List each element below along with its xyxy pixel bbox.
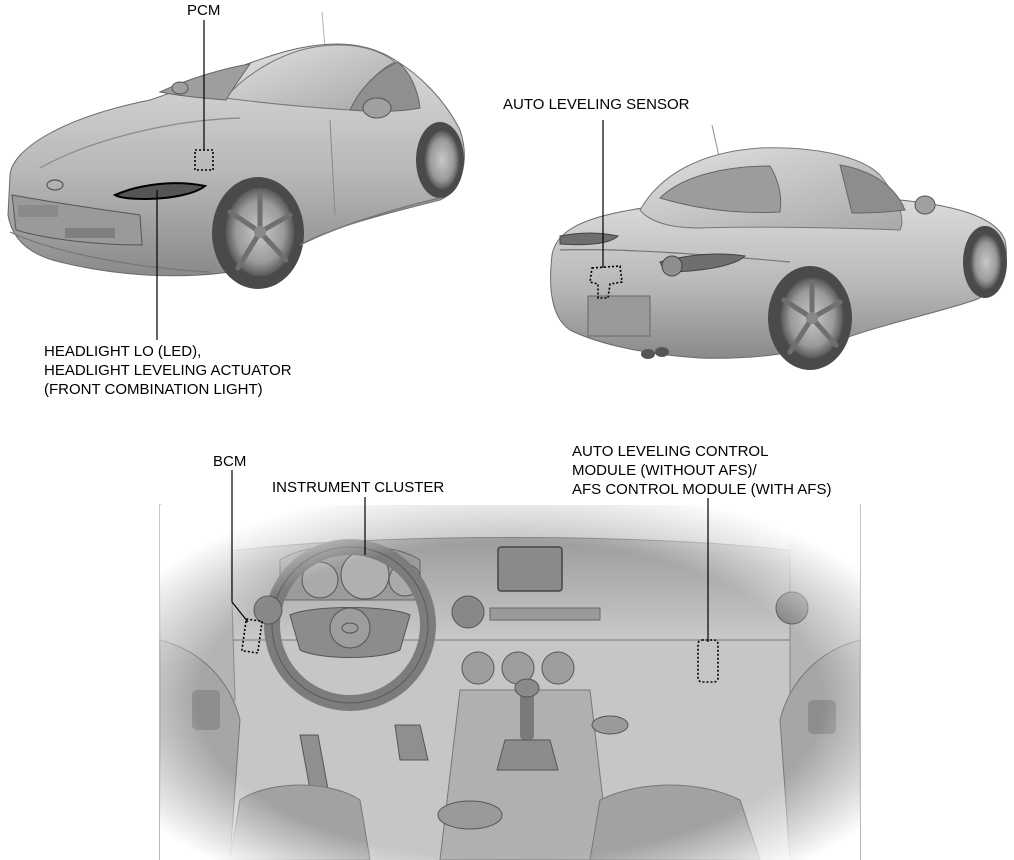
pcm-label: PCM (187, 2, 221, 19)
control-module-label-line-1: AUTO LEVELING CONTROL (572, 443, 769, 460)
headlight-label-line-2: HEADLIGHT LEVELING ACTUATOR (44, 362, 292, 379)
headlight-label-line-1: HEADLIGHT LO (LED), (44, 343, 202, 360)
rear-car-illustration (550, 120, 1007, 370)
bcm-location-marker (240, 618, 264, 654)
control-module-label-line-3: AFS CONTROL MODULE (WITH AFS) (572, 481, 832, 498)
bcm-label: BCM (213, 453, 247, 470)
headlight-label-line-3: (FRONT COMBINATION LIGHT) (44, 381, 263, 398)
auto-leveling-sensor-label: AUTO LEVELING SENSOR (503, 96, 690, 113)
instrument-cluster-label: INSTRUMENT CLUSTER (272, 479, 445, 496)
front-car-illustration (7, 11, 465, 340)
auto-leveling-sensor-marker (589, 265, 623, 299)
control-module-label-line-2: MODULE (WITHOUT AFS)/ (572, 462, 757, 479)
interior-illustration (159, 470, 861, 860)
